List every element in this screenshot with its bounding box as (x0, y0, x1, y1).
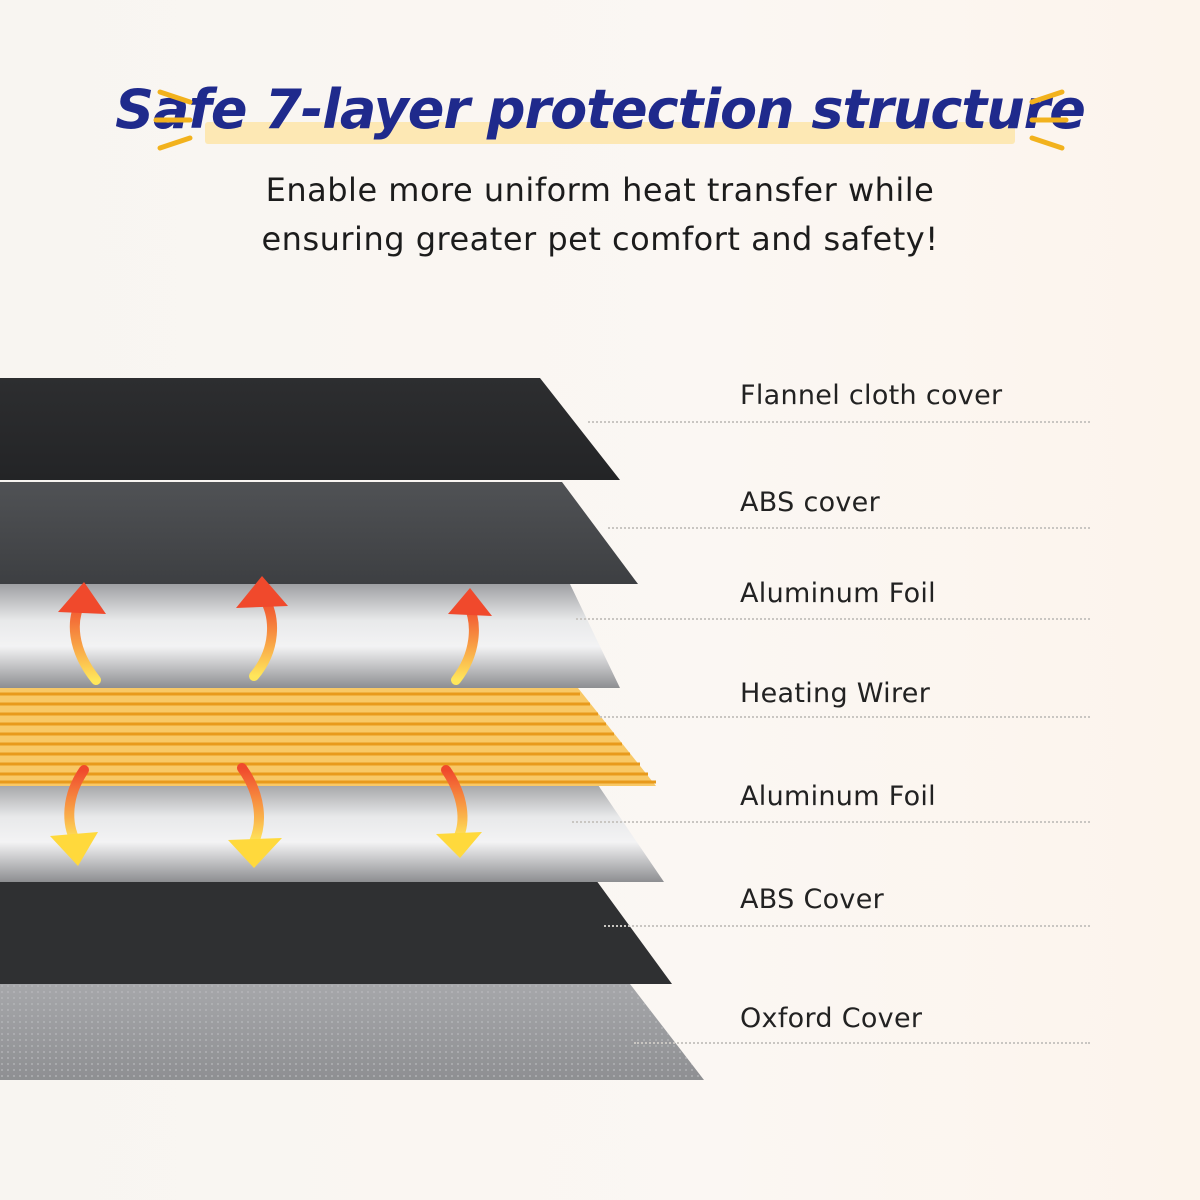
label-abs-cover-lower: ABS Cover (740, 884, 885, 915)
leader-line-5 (572, 821, 1090, 823)
title-block: Safe 7-layer protection structure (0, 70, 1200, 160)
label-oxford-cover: Oxford Cover (740, 1003, 923, 1034)
heat-arrow-up-1 (58, 582, 106, 685)
layer-aluminum-foil-lower (0, 782, 664, 882)
label-heating-wirer: Heating Wirer (740, 678, 931, 709)
leader-line-4 (600, 716, 1090, 718)
left-spark-icon (153, 89, 193, 151)
leader-line-2 (608, 527, 1090, 529)
layer-oxford-cover (0, 984, 704, 1080)
layer-heating-wirer (0, 688, 656, 786)
title-highlight-bar (205, 122, 1015, 144)
leader-line-7 (634, 1042, 1090, 1044)
label-abs-cover-upper: ABS cover (740, 487, 880, 518)
layer-abs-cover-upper (0, 482, 638, 584)
heat-arrow-up-3 (448, 588, 492, 685)
label-aluminum-foil-upper: Aluminum Foil (740, 578, 936, 609)
leader-line-1 (588, 421, 1090, 423)
subtitle: Enable more uniform heat transfer while … (0, 166, 1200, 264)
heat-arrow-down-2 (228, 763, 282, 868)
subtitle-line-1: Enable more uniform heat transfer while (265, 171, 935, 209)
leader-line-3 (576, 618, 1090, 620)
heat-arrow-up-2 (236, 576, 288, 681)
subtitle-line-2: ensuring greater pet comfort and safety! (261, 220, 939, 258)
heat-arrow-down-3 (436, 765, 482, 858)
layer-flannel-cloth-cover (0, 378, 620, 480)
right-spark-icon (1029, 89, 1069, 151)
label-aluminum-foil-lower: Aluminum Foil (740, 781, 936, 812)
heat-arrow-down-1 (50, 765, 98, 866)
page-title: Safe 7-layer protection structure (115, 78, 1086, 141)
layer-abs-cover-lower (0, 880, 672, 984)
leader-line-6 (604, 925, 1090, 927)
label-flannel-cloth-cover: Flannel cloth cover (740, 380, 1003, 411)
